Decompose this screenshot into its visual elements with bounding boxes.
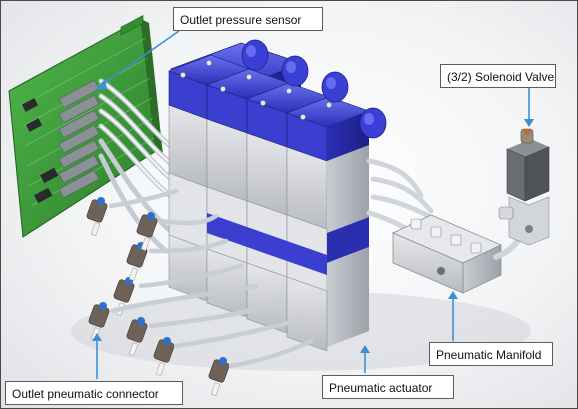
actuator-stack — [168, 39, 387, 352]
pneumatic-manifold-shape — [392, 214, 502, 294]
leader-arrowheads — [92, 79, 534, 353]
outlet-connectors — [86, 197, 230, 396]
pneumatic-manifold-label: Pneumatic Manifold — [429, 342, 553, 366]
outlet-pressure-sensor-label: Outlet pressure sensor — [173, 7, 323, 31]
tubing-outlets — [108, 188, 314, 369]
solenoid-valve-label: (3/2) Solenoid Valve — [440, 64, 556, 88]
pneumatic-actuator-label: Pneumatic actuator — [322, 375, 454, 399]
outlet-pneumatic-connector-label: Outlet pneumatic connector — [5, 381, 183, 405]
solenoid-valve-shape — [498, 128, 550, 246]
leader-lines — [96, 30, 530, 379]
